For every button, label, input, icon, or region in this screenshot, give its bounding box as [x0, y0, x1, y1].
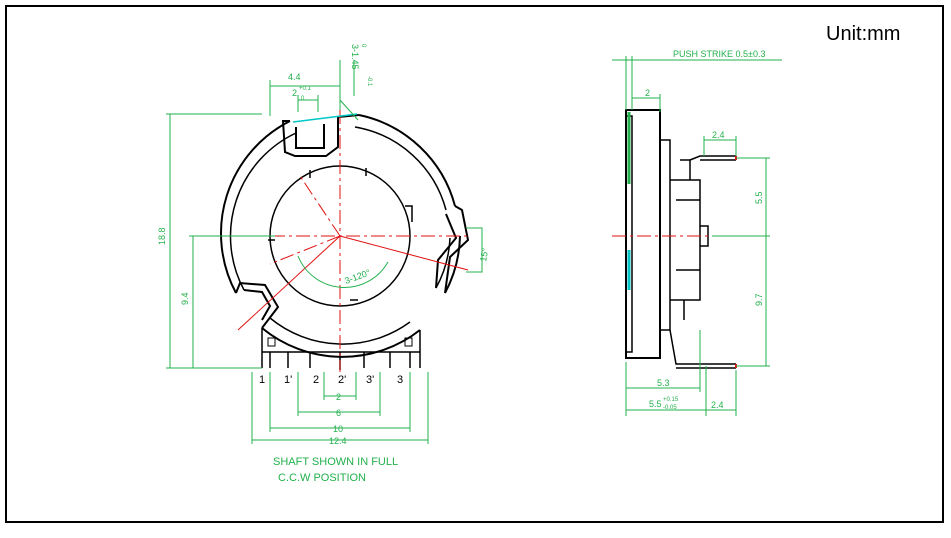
side-body — [625, 109, 661, 359]
dim-18-8: 18.8 — [157, 227, 167, 245]
dim-9-4: 9.4 — [180, 292, 190, 305]
dim-chamfer: 3-1.45 — [350, 44, 360, 70]
pin-label-2: 2 — [313, 374, 319, 386]
dim-side-5-5: 5.5 — [754, 191, 764, 204]
dim-angle-15: 15° — [478, 247, 490, 263]
dim-chamfer-tol-upper: 0 — [360, 44, 366, 48]
dim-side-5-3: 5.3 — [657, 378, 670, 388]
unit-label: Unit:mm — [826, 23, 900, 45]
angle-line-4 — [339, 235, 469, 271]
chamfer-highlight — [292, 113, 358, 123]
side-housing — [626, 115, 709, 353]
dim-side-top-2: 2 — [645, 88, 650, 98]
pin-label-1p: 1' — [284, 374, 292, 386]
dim-side-5-5-bottom: 5.5 — [649, 399, 662, 409]
terminal-holes — [267, 337, 413, 347]
pin-label-3: 3 — [397, 374, 403, 386]
dim-side-9-7: 9.7 — [754, 293, 764, 306]
dim-side-tol-upper: +0.15 — [663, 397, 679, 403]
front-dimension-lines — [166, 60, 483, 444]
dim-side-pin-2-4: 2.4 — [712, 130, 725, 140]
right-slot — [435, 205, 470, 294]
side-dimension-lines — [612, 56, 782, 416]
shaft-tabs — [268, 168, 413, 301]
dim-side-pin-2-4-bottom: 2.4 — [711, 400, 724, 410]
top-slot — [281, 114, 360, 157]
angle-line-1 — [299, 175, 341, 237]
dim-pitch-2: 2 — [336, 392, 341, 402]
dim-angle-120: 3-120° — [343, 267, 372, 286]
side-pins — [669, 155, 736, 369]
dim-slot-tol-lower: 0 — [301, 96, 305, 102]
pin-labels: 1 1' 2 2' 3' 3 — [259, 374, 403, 386]
dim-pitch-12-4: 12.4 — [329, 436, 347, 446]
pin-label-1: 1 — [259, 374, 265, 386]
angle-line-3 — [237, 235, 341, 331]
dim-side-tol-lower: -0.05 — [663, 405, 677, 411]
pin-label-3p: 3' — [366, 374, 374, 386]
dim-slot-tol-upper: +0.1 — [299, 86, 312, 92]
inner-ring — [229, 126, 451, 345]
angle-line-2 — [269, 235, 341, 265]
dim-slot-2: 2 — [292, 88, 297, 98]
pin-label-2p: 2' — [338, 374, 346, 386]
border — [5, 5, 944, 523]
dim-pitch-10: 10 — [333, 424, 343, 434]
note-line-1: SHAFT SHOWN IN FULL — [273, 456, 398, 468]
front-view: 18.8 9.4 4.4 2 +0.1 0 3-1.45 0 -0.1 3-12… — [157, 44, 490, 484]
terminal-base — [261, 328, 421, 370]
dim-chamfer-tol-lower: -0.1 — [366, 76, 372, 87]
note-line-2: C.C.W POSITION — [278, 472, 366, 484]
left-slot — [235, 281, 280, 329]
dim-pitch-6: 6 — [336, 408, 341, 418]
dim-4-4: 4.4 — [288, 72, 301, 82]
dim-push-strike: PUSH STRIKE 0.5±0.3 — [673, 49, 765, 59]
side-view: PUSH STRIKE 0.5±0.3 2 2.4 5.5 9.7 5.3 5.… — [612, 49, 782, 416]
